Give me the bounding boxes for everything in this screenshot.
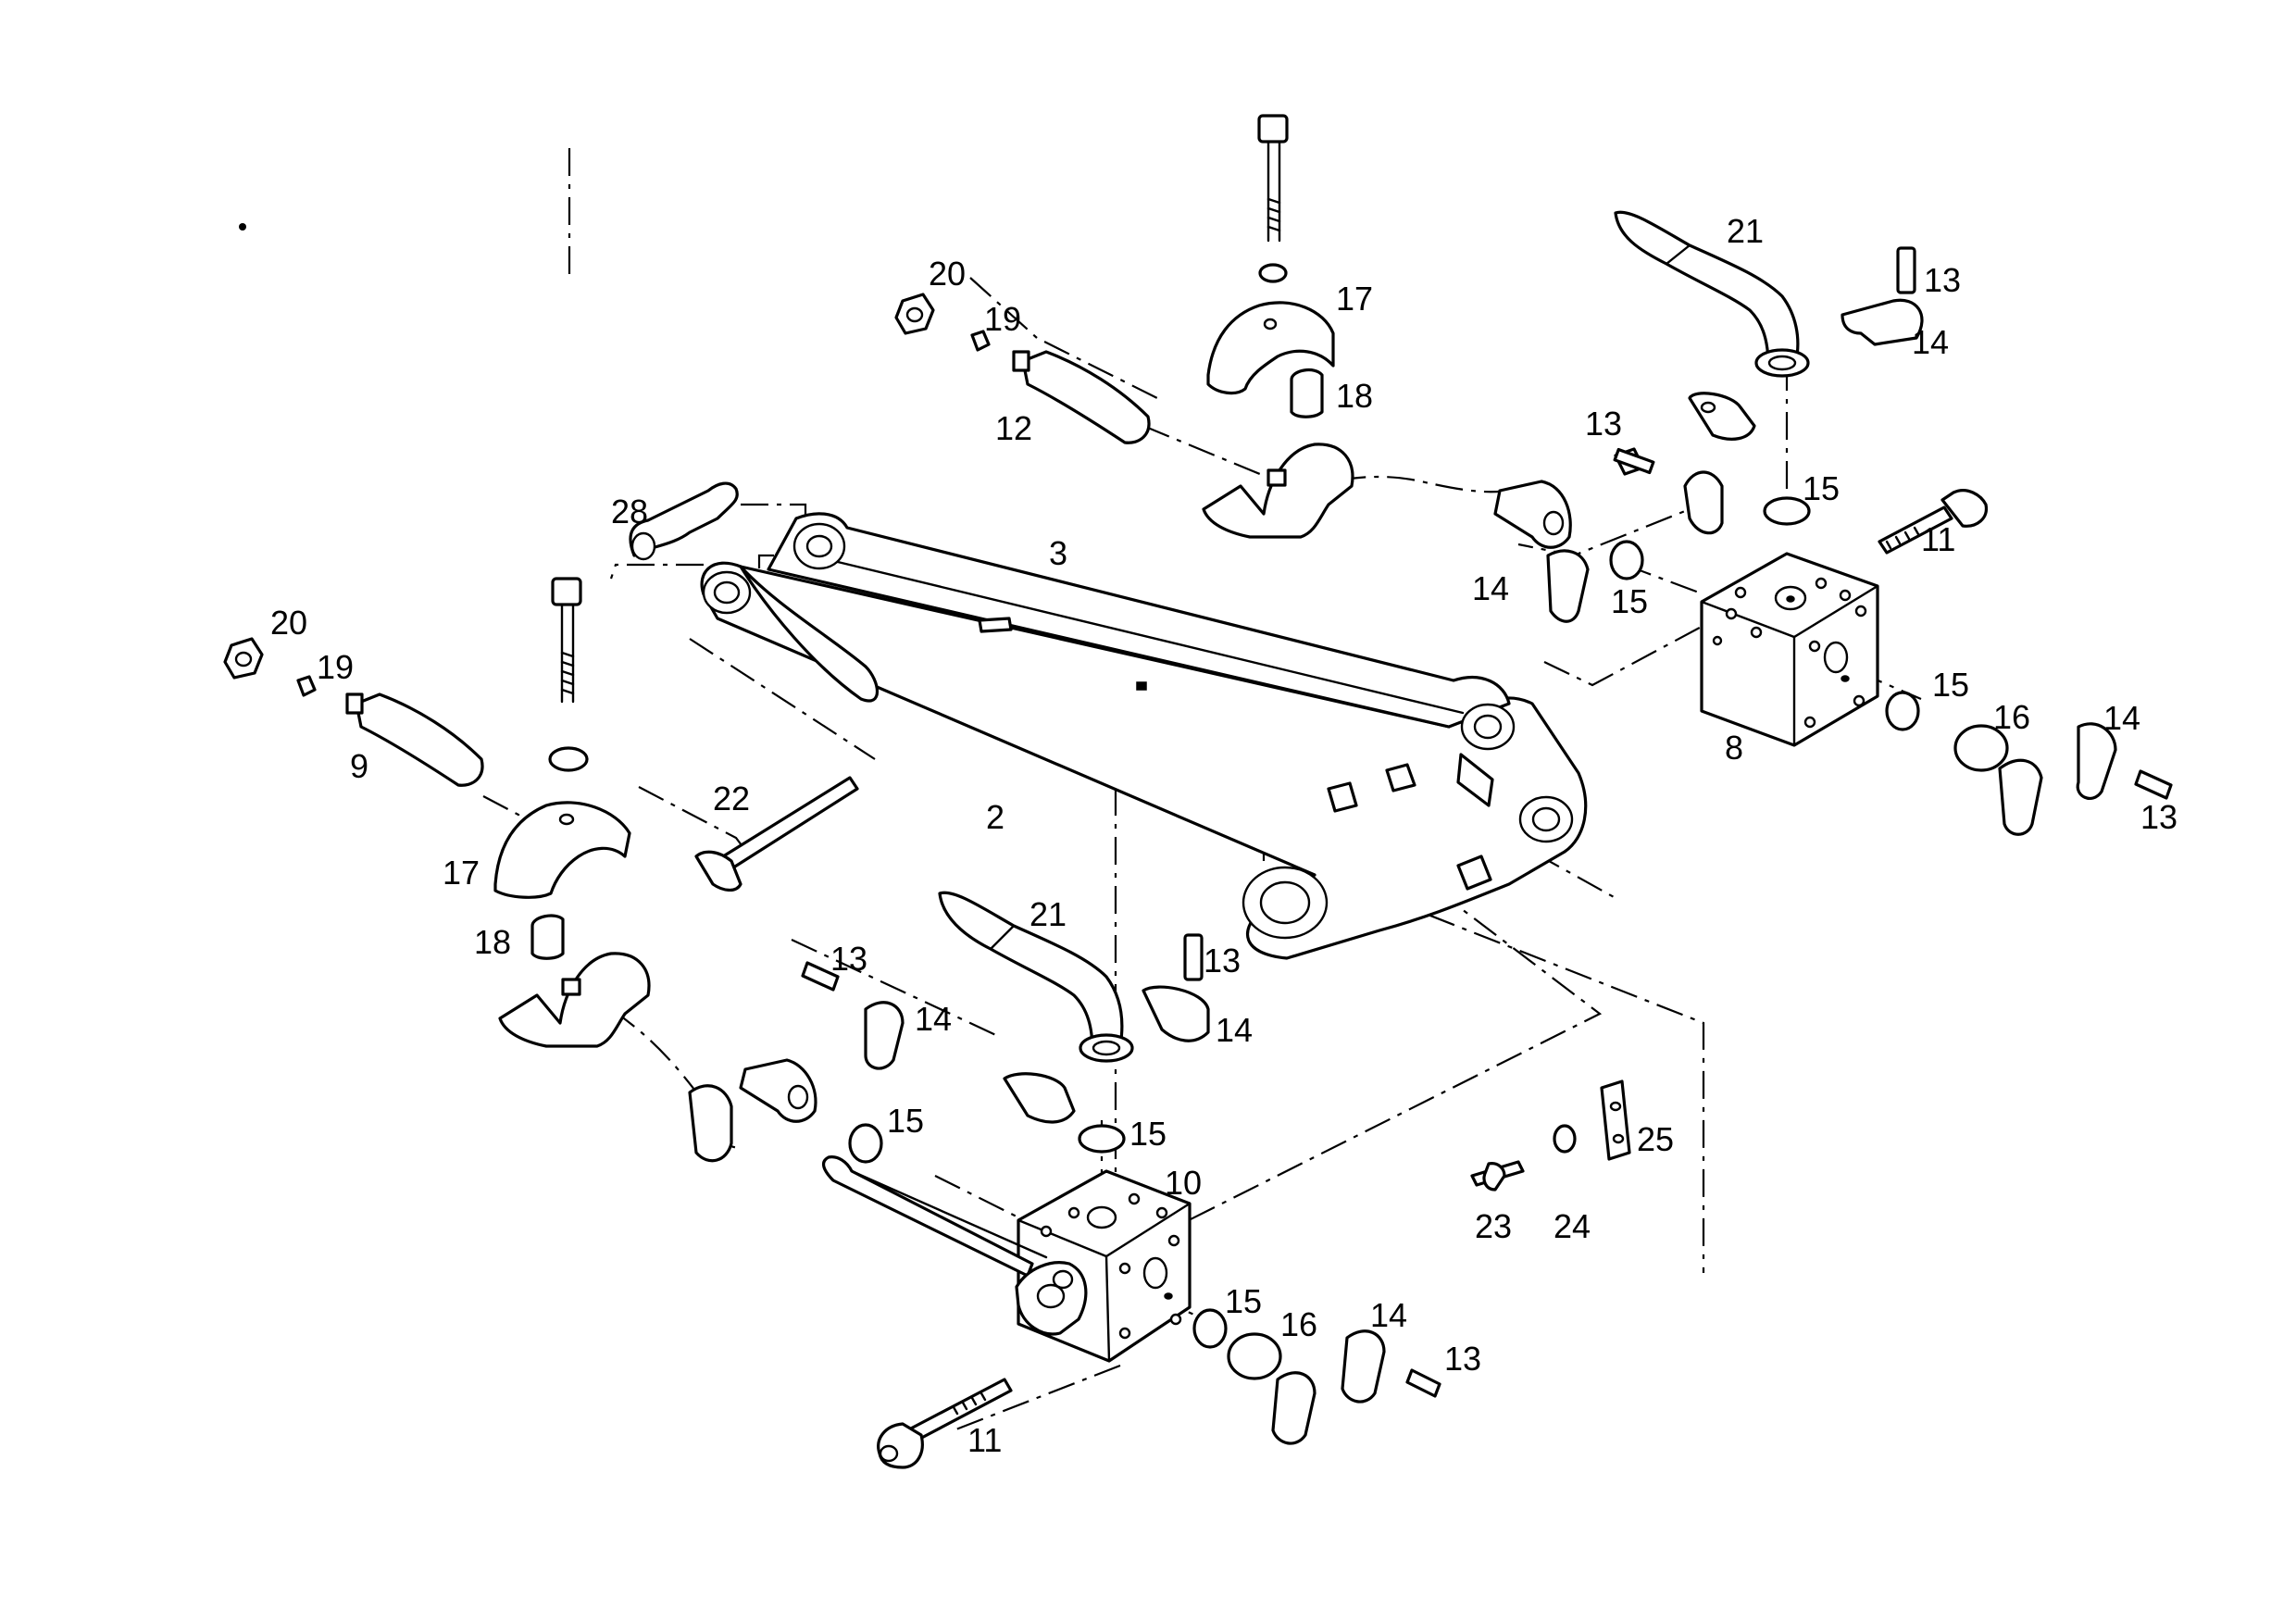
bracket-assembly <box>1470 1079 1631 1192</box>
callout-28: 28 <box>611 493 648 530</box>
callout-11-right: 11 <box>1921 520 1955 558</box>
callout-10: 10 <box>1165 1164 1202 1202</box>
clamp-assembly-top <box>1202 114 1354 539</box>
callout-18-left: 18 <box>474 923 511 961</box>
callout-13-top-right: 13 <box>1924 261 1961 299</box>
callout-14-far-right: 14 <box>2103 699 2140 737</box>
callout-13-left-lower: 13 <box>830 940 867 978</box>
callout-2: 2 <box>986 798 1004 836</box>
grease-fitting-top <box>894 293 1151 444</box>
callout-21-top: 21 <box>1727 212 1764 250</box>
callout-18-top: 18 <box>1336 377 1373 415</box>
grease-fitting-left <box>223 637 484 787</box>
callout-23: 23 <box>1475 1207 1512 1245</box>
callout-12: 12 <box>995 409 1032 447</box>
callout-20-left: 20 <box>270 604 307 642</box>
callout-3: 3 <box>1049 534 1067 572</box>
callout-13-center-lower: 13 <box>1204 942 1241 979</box>
callout-14-top-right: 14 <box>1912 323 1949 361</box>
pin-22 <box>694 776 859 892</box>
callout-25: 25 <box>1637 1120 1674 1158</box>
callout-14-mid: 14 <box>1472 569 1509 607</box>
callout-15-upper-left: 15 <box>1611 582 1648 620</box>
stray-dot <box>239 223 246 231</box>
cap-screw-11-lower <box>877 1378 1013 1469</box>
callout-9: 9 <box>350 747 368 785</box>
callout-numbers: 2 3 8 9 10 11 11 12 13 13 13 13 13 13 14… <box>270 212 2177 1459</box>
valve-lever <box>821 1155 1088 1336</box>
callout-21-center: 21 <box>1029 895 1067 933</box>
callout-13-mid: 13 <box>1585 405 1622 443</box>
fittings-lower-left <box>739 480 1572 1123</box>
callout-14-left-lower: 14 <box>915 1000 952 1038</box>
callout-14-center-lower: 14 <box>1216 1011 1253 1049</box>
callout-15-upper-right: 15 <box>1932 666 1969 704</box>
callout-15-lower-right: 15 <box>1225 1282 1262 1320</box>
callout-24: 24 <box>1554 1207 1591 1245</box>
callout-19-left: 19 <box>317 648 354 686</box>
cap-screw-11-upper <box>1878 489 1988 555</box>
callout-8: 8 <box>1725 729 1743 767</box>
callout-22: 22 <box>713 780 750 817</box>
callout-13-far-right: 13 <box>2140 798 2177 836</box>
callout-15-lower-top: 15 <box>1129 1115 1167 1153</box>
flange-clamps <box>688 246 2173 1445</box>
callout-16-bottom: 16 <box>1280 1305 1317 1343</box>
plugs <box>1227 724 2009 1380</box>
lift-arm-2 <box>700 512 1588 960</box>
link-tube-28 <box>629 481 739 561</box>
o-rings <box>848 496 1920 1349</box>
valve-block-8 <box>1700 552 1879 747</box>
callout-19-top: 19 <box>984 300 1021 338</box>
callout-17-left: 17 <box>443 854 480 892</box>
callout-11-bottom: 11 <box>967 1421 1002 1459</box>
hose-21-center <box>938 891 1134 1063</box>
hose-21-upper <box>1614 210 1810 378</box>
callout-15-upper-top: 15 <box>1803 469 1840 507</box>
clamp-assembly-left <box>493 577 651 1048</box>
callout-15-lower-left: 15 <box>887 1102 924 1140</box>
callout-17-top: 17 <box>1336 280 1373 318</box>
callout-20-top: 20 <box>929 255 966 293</box>
callout-14-bottom: 14 <box>1370 1296 1407 1334</box>
callout-16-right: 16 <box>1993 698 2030 736</box>
callout-13-bottom: 13 <box>1444 1340 1481 1378</box>
